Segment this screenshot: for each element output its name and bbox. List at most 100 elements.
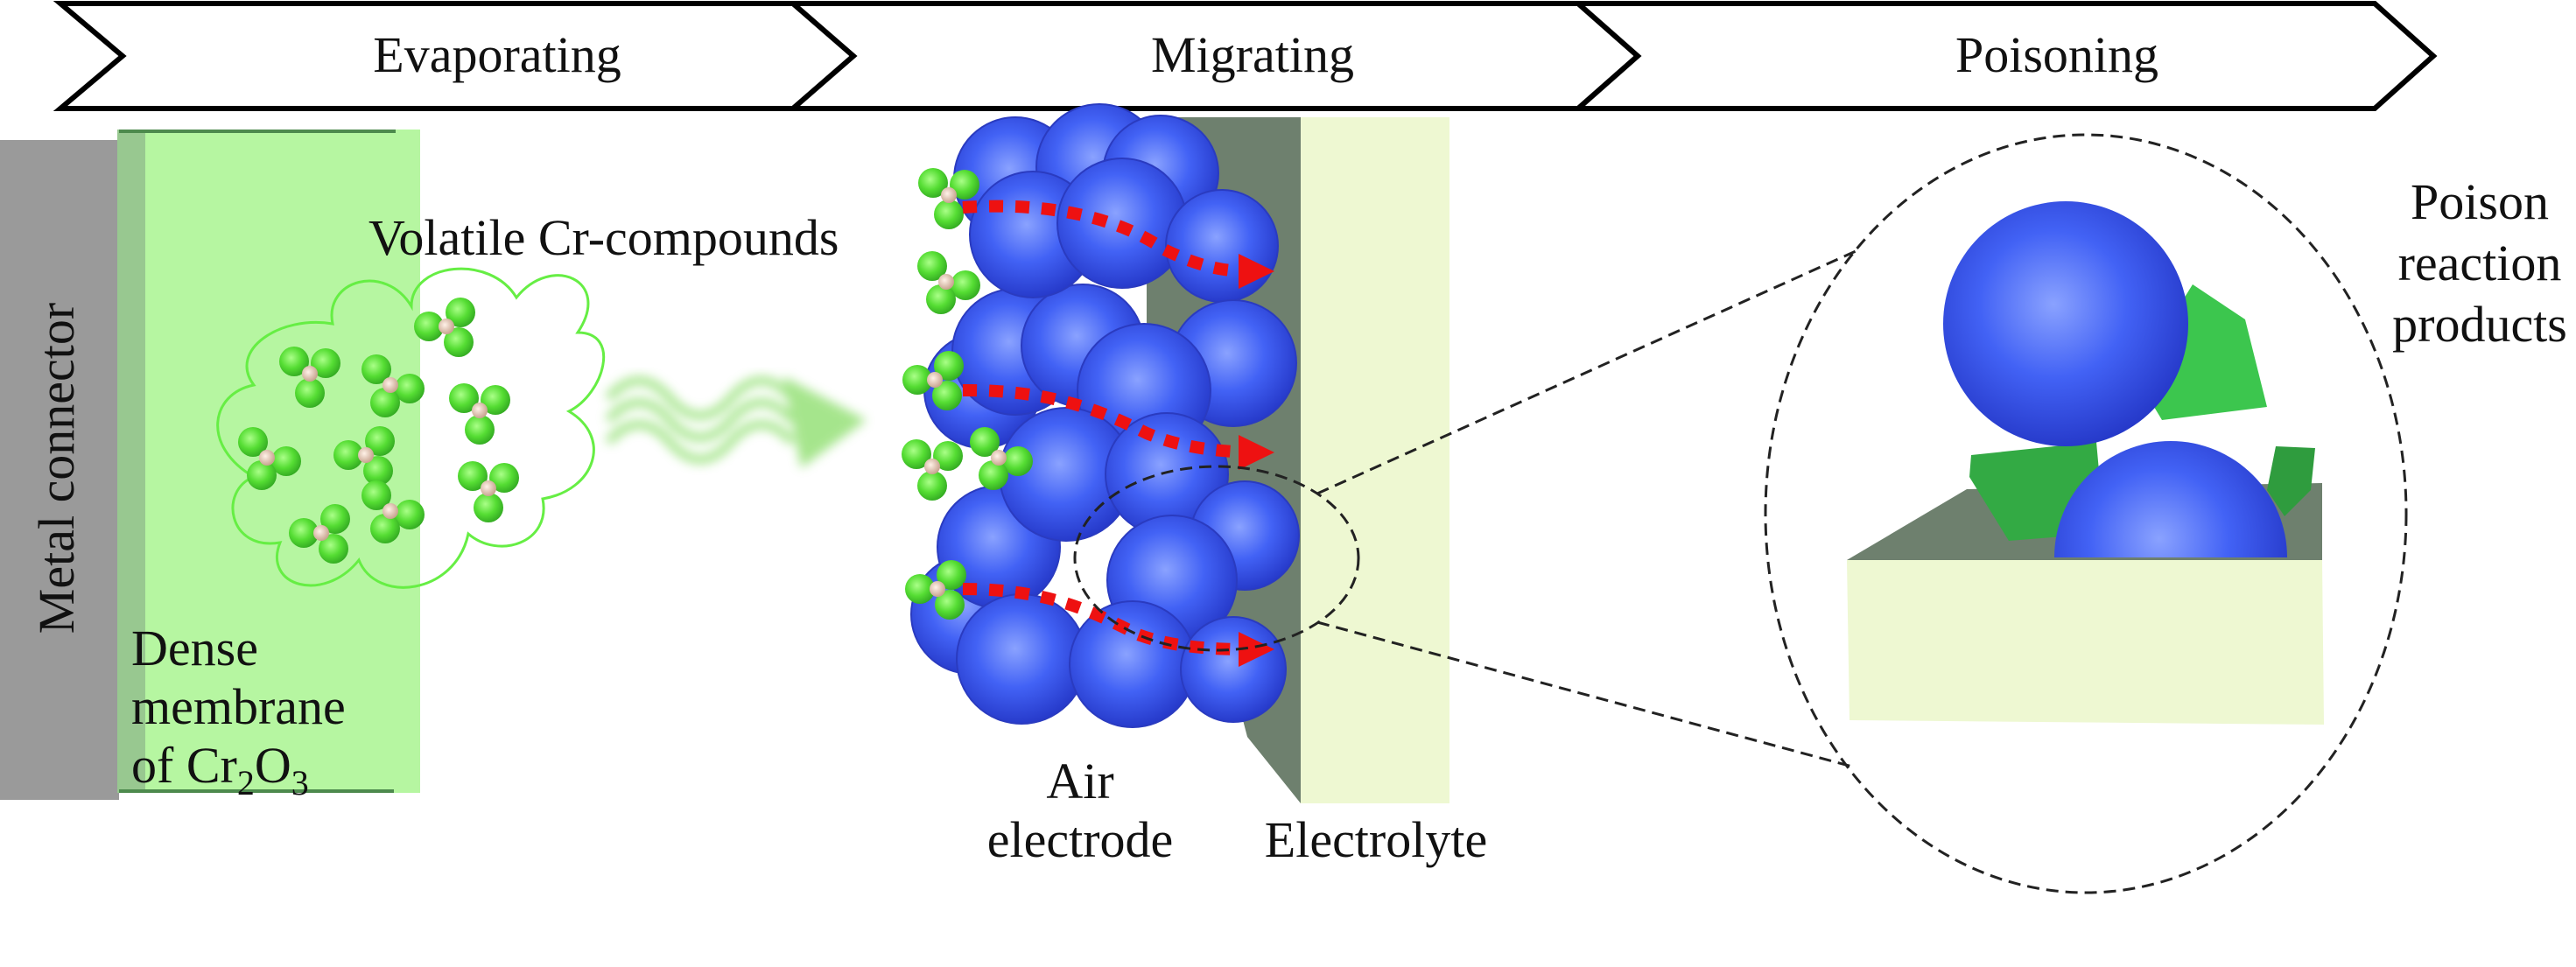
migration-arrow [962,383,1274,470]
oxygen-atom [247,460,277,490]
oxygen-atom [361,354,391,384]
membrane-edge [117,130,145,793]
oxygen-atom [951,270,980,300]
oxygen-atom [395,500,425,529]
migration-arrow [962,583,1274,667]
oxygen-atom [370,514,400,543]
chromium-atom [358,447,374,463]
cr-molecule [414,298,475,357]
oxygen-atom [319,534,348,564]
oxygen-atom [414,312,444,341]
oxygen-atom [238,427,268,457]
oxygen-atom [950,170,979,200]
oxygen-atom [289,518,319,548]
oxygen-atom [918,168,948,198]
stage-label: Migrating [1151,26,1354,83]
cr-molecule [333,426,395,486]
cr-molecule [902,351,964,410]
zoom-region-ellipse [1073,465,1360,652]
electrode-particle [1943,201,2188,446]
oxygen-atom [926,284,956,314]
stage-migrating: Migrating [785,1,1642,111]
electrolyte-label: Electrolyte [1265,811,1487,868]
oxygen-atom [365,426,395,456]
chromium-atom [481,480,496,496]
stage-evaporating: Evaporating [53,1,858,111]
cr-molecule [905,560,966,620]
oxygen-atom [363,456,393,486]
oxygen-atom [295,378,325,408]
zoom-line [1316,620,1857,769]
oxygen-atom [489,463,519,493]
oxygen-atom [449,383,479,413]
stage-label: Evaporating [373,26,621,83]
cr-molecules [238,168,1033,620]
oxygen-atom [458,461,488,491]
stage-banner: Evaporating Migrating Poisoning [53,0,2438,111]
oxygen-atom [970,427,1000,457]
chromium-atom [924,459,940,474]
membrane-label-line2: membrane [131,678,346,735]
cr-molecule [238,427,301,490]
metal-connector [0,140,119,800]
metal-connector-label: Metal connector [28,303,85,634]
oxygen-atom [444,327,474,357]
cr-molecule [917,251,980,314]
cr-molecule [279,347,340,408]
chromium-atom [927,372,943,388]
chromium-atom [930,581,945,597]
oxygen-atom [937,560,966,590]
oxygen-atom [979,460,1008,490]
vapor-flow-arrow [605,376,867,468]
chromium-atom [991,450,1007,466]
electrode-particle [1180,616,1287,723]
stage-poisoning: Poisoning [1571,0,2438,111]
volatile-label: Volatile Cr-compounds [369,209,839,266]
cr-molecule [458,461,519,522]
electrode-particle [1069,600,1197,728]
cr-molecule [902,439,963,501]
chromium-atom [941,187,957,203]
oxygen-atom [902,439,931,469]
electrolyte-block [1847,560,2324,725]
oxygen-atom [481,385,510,415]
poison-product [2267,446,2315,516]
cr-molecule [970,427,1033,490]
oxygen-atom [935,590,965,620]
chromium-atom [259,450,275,466]
air-electrode-label-line1: Air [1046,753,1113,809]
migration-arrows [962,200,1274,667]
cr-molecule [449,383,510,445]
oxygen-atom [395,374,425,403]
oxygen-atom [917,471,947,501]
chromium-atom [938,274,954,290]
electrode-particle [1165,189,1279,303]
oxygen-atom [905,574,935,604]
oxygen-atom [917,251,947,281]
oxygen-atom [465,415,495,445]
chromium-atom [439,319,454,334]
poison-label-line3: products [2392,296,2567,353]
oxygen-atom [934,351,964,381]
cr-molecule [361,354,425,417]
oxygen-atom [474,493,503,522]
oxygen-atom [370,388,400,417]
chromium-atom [313,525,329,541]
oxygen-atom [361,480,391,510]
chromium-atom [472,403,488,418]
electrolyte [1301,117,1449,803]
zoom-line [1316,249,1857,495]
cr-molecule [289,504,350,564]
magnified-detail [1847,201,2324,725]
vapor-cloud [216,267,605,589]
cr-molecule [361,480,425,543]
oxygen-atom [271,446,301,476]
magnified-view-ellipse [1764,133,2408,894]
membrane-label-line1: Dense [131,620,258,676]
electrode-particle [2054,441,2287,557]
chromium-atom [383,377,398,393]
oxygen-atom [320,504,350,534]
oxygen-atom [333,440,363,470]
oxygen-atom [311,348,340,378]
